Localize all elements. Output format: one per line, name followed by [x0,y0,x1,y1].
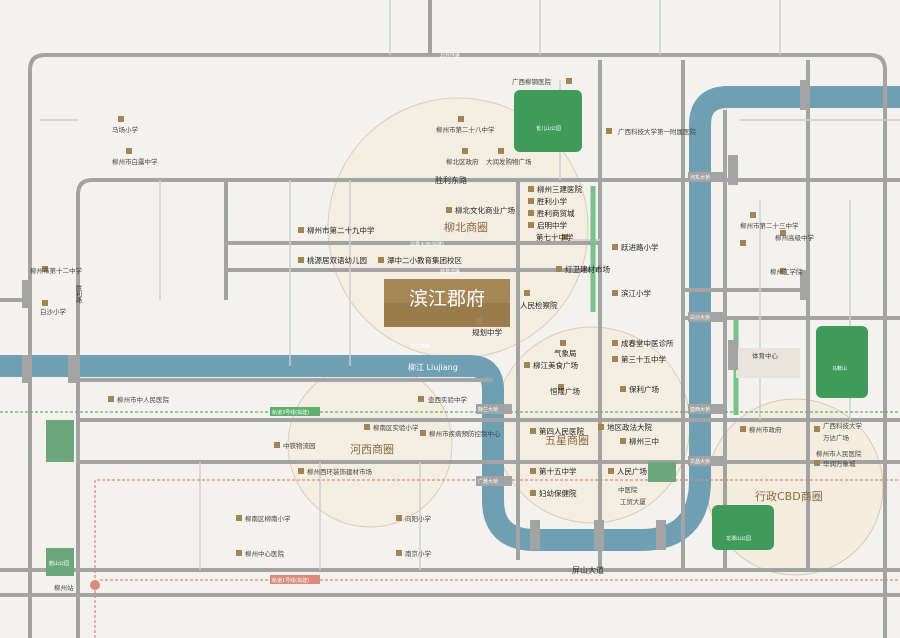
svg-text:工贸大厦: 工贸大厦 [620,497,647,506]
svg-text:柳州市疾病预防控制中心: 柳州市疾病预防控制中心 [429,429,501,438]
svg-text:柳州市第二十八中学: 柳州市第二十八中学 [436,125,495,134]
parks [46,90,868,576]
svg-text:柳州市白露中学: 柳州市白露中学 [112,157,158,166]
svg-text:柳南区柳南小学: 柳南区柳南小学 [245,514,291,523]
svg-text:妇幼保健院: 妇幼保健院 [539,488,577,498]
svg-text:大润发购物广场: 大润发购物广场 [486,157,532,166]
bridge-labels: 河东大桥 白沙大桥 壶西大桥 文昌大桥 静兰大桥 广雅大桥 [22,80,810,550]
svg-text:柳州三建医院: 柳州三建医院 [537,184,582,194]
svg-text:第四人民医院: 第四人民医院 [539,426,584,436]
svg-text:柳南区实验小学: 柳南区实验小学 [373,423,419,432]
svg-text:柳州西环装饰建材市场: 柳州西环装饰建材市场 [307,467,373,476]
road-shengli: 胜利东路 [435,175,467,185]
svg-text:柳州市第二十九中学: 柳州市第二十九中学 [307,225,375,235]
district-liubei: 柳北商圈 [444,220,488,234]
road-taoyuan: 桂景湾路 [440,268,460,275]
svg-text:恒隆广场: 恒隆广场 [550,386,580,396]
svg-text:滨江小学: 滨江小学 [621,288,651,298]
road-north-ring: 北外环路 [440,52,460,59]
svg-text:柳州站: 柳州站 [54,583,74,592]
park-longtan: 龙潭山公园 [726,535,751,542]
svg-text:柳州市政府: 柳州市政府 [749,425,782,434]
district-wuxing: 五星商圈 [545,433,589,447]
svg-text:河东大桥: 河东大桥 [690,174,710,181]
svg-text:柳州中心医院: 柳州中心医院 [245,549,285,558]
minor-roads [40,0,900,570]
svg-text:第七十中学: 第七十中学 [536,232,574,242]
svg-text:华润万象城: 华润万象城 [823,459,856,468]
park-yufeng: 雀儿山公园 [536,125,561,132]
svg-text:中医院: 中医院 [618,485,638,494]
train-station-icon [90,580,100,590]
svg-text:壶西大桥: 壶西大桥 [690,406,710,413]
poi-markers [42,78,820,556]
svg-text:桃源居双语幼儿园: 桃源居双语幼儿园 [307,255,367,265]
svg-text:万达广场: 万达广场 [823,433,850,442]
park-ma-an: 马鞍山 [832,365,847,372]
svg-text:柳州市中人民医院: 柳州市中人民医院 [117,395,170,404]
svg-text:中铁物流园: 中铁物流园 [283,441,316,450]
svg-text:马场小学: 马场小学 [112,125,139,134]
poi-labels: 马场小学 柳州市白露中学 柳州市第二十八中学 柳北区政府 大润发购物广场 广西柳… [30,77,863,592]
svg-text:人民检察院: 人民检察院 [520,300,558,310]
svg-text:柳州工学院: 柳州工学院 [770,267,803,276]
svg-text:广西科技大学: 广西科技大学 [823,421,863,430]
svg-text:第三十五中学: 第三十五中学 [621,354,666,364]
svg-text:体育中心: 体育中心 [752,351,779,360]
svg-text:柳北文化商业广场: 柳北文化商业广场 [455,205,515,215]
svg-text:壶西实验中学: 壶西实验中学 [428,395,468,404]
road-baiyun: 白露大道(拟建) [410,241,444,248]
svg-text:气象局: 气象局 [554,348,577,358]
svg-text:柳州高级中学: 柳州高级中学 [775,233,815,242]
svg-text:规划中学: 规划中学 [472,327,502,337]
road-shengli-vertical: 胜利路 [75,284,82,304]
road-pingshan: 屏山大道 [572,565,604,575]
svg-text:地区政法大院: 地区政法大院 [607,422,652,432]
project-name: 滨江郡府 [409,288,485,310]
svg-text:跃进路小学: 跃进路小学 [621,242,659,252]
svg-text:潭中二小教育集团校区: 潭中二小教育集团校区 [387,255,462,265]
svg-text:胜利商贸城: 胜利商贸城 [537,208,575,218]
svg-text:柳州市第二十三中学: 柳州市第二十三中学 [740,221,799,230]
svg-text:人民广场: 人民广场 [617,466,647,476]
svg-text:柳北区政府: 柳北区政府 [446,157,479,166]
svg-text:胜利小学: 胜利小学 [537,196,567,206]
road-binjiang-west: 滨江西路 [410,343,430,350]
svg-text:静兰大桥: 静兰大桥 [478,406,498,413]
svg-text:白沙小学: 白沙小学 [40,307,67,316]
svg-text:柳州市人民医院: 柳州市人民医院 [816,449,862,458]
district-hexi: 河西商圈 [350,442,394,456]
river-name: 柳江 Liujiang [408,362,458,372]
svg-text:广西柳钢医院: 广西柳钢医院 [512,77,552,86]
svg-text:柳州三中: 柳州三中 [629,436,659,446]
project-box [384,279,510,327]
svg-text:柳州市第十二中学: 柳州市第十二中学 [30,266,83,275]
svg-text:向阳小学: 向阳小学 [405,514,432,523]
svg-text:南京小学: 南京小学 [405,549,432,558]
svg-text:广西科技大学第一附属医院: 广西科技大学第一附属医院 [618,127,697,136]
svg-text:成春堂中医诊所: 成春堂中医诊所 [621,338,674,348]
district-cbd: 行政CBD商圈 [755,489,823,503]
svg-text:白沙大桥: 白沙大桥 [690,314,710,321]
svg-text:柳江美食广场: 柳江美食广场 [533,360,578,370]
metro-line-1-label: 轨道1号线(拟建) [272,577,309,584]
svg-text:第十五中学: 第十五中学 [539,466,577,476]
metro-line-3-label: 轨道3号线(拟建) [272,409,309,416]
svg-text:红卫建材市场: 红卫建材市场 [565,264,610,274]
svg-text:广雅大桥: 广雅大桥 [478,478,498,485]
park-hehe: 鹤山公园 [49,560,69,567]
svg-text:启明中学: 启明中学 [537,220,567,230]
svg-text:保利广场: 保利广场 [629,384,659,394]
svg-text:文昌大桥: 文昌大桥 [690,458,710,465]
